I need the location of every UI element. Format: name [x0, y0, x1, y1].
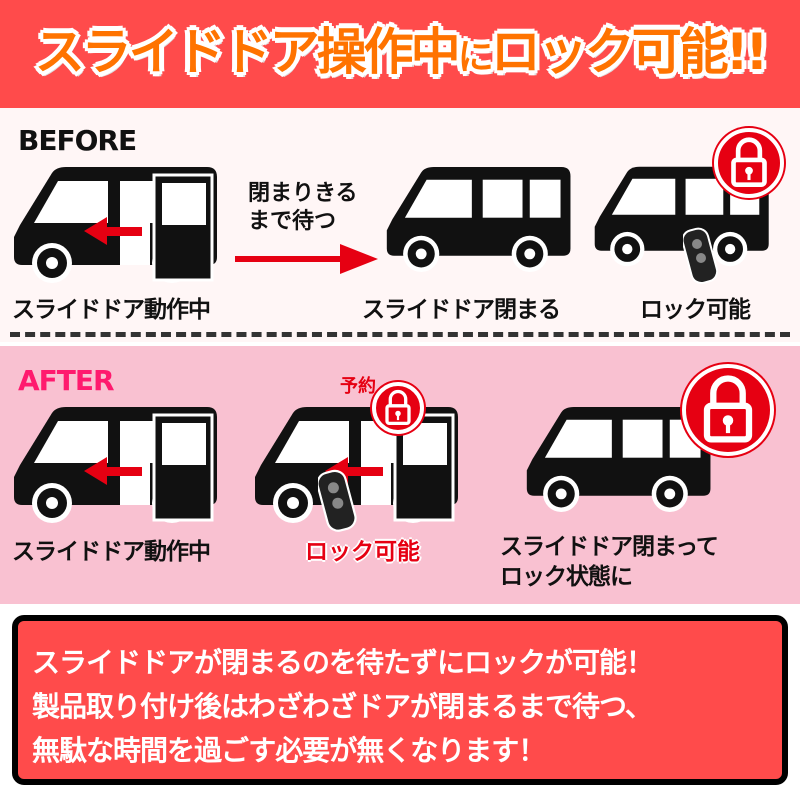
after-step2-caption: ロック可能	[305, 539, 420, 565]
title-part: に	[457, 37, 494, 78]
message-line: スライドドアが閉まるのを待たずにロックが可能！	[32, 646, 654, 679]
wait-text: 閉まりきる まで待つ	[248, 180, 358, 236]
wait-text-line: まで待つ	[248, 209, 337, 234]
before-step3-caption: ロック可能	[640, 297, 751, 323]
title-part: スライドドア操作中	[34, 23, 461, 81]
page-title: スライドドア操作中にロック可能!!	[0, 20, 800, 90]
caption-line: スライドドア閉まって	[500, 534, 719, 560]
car-key-fob-icon	[318, 469, 357, 532]
section-divider	[10, 332, 790, 337]
before-label: BEFORE	[18, 124, 137, 157]
van-icon	[526, 407, 711, 512]
after-step3-caption: スライドドア閉まって ロック状態に	[500, 532, 719, 592]
lock-icon	[372, 382, 424, 434]
header-banner	[0, 0, 800, 108]
caption-line: ロック状態に	[500, 564, 633, 590]
message-box: スライドドアが閉まるのを待たずにロックが可能！ 製品取り付け後はわざわざドアが閉…	[12, 615, 788, 785]
title-part: ロック可能!!	[490, 23, 769, 81]
car-key-fob-icon	[683, 227, 719, 285]
van-icon	[14, 167, 217, 283]
before-step1-caption: スライドドア動作中	[12, 297, 211, 323]
lock-icon	[682, 364, 774, 456]
message-line: 製品取り付け後はわざわざドアが閉まるまで待つ、	[32, 690, 653, 723]
arrow-right-icon	[235, 244, 378, 274]
reserve-label: 予約	[340, 376, 376, 397]
wait-text-line: 閉まりきる	[248, 181, 358, 206]
message-line: 無駄な時間を過ごす必要が無くなります！	[32, 734, 546, 767]
after-step1-caption: スライドドア動作中	[12, 539, 211, 565]
before-step2-caption: スライドドア閉まる	[362, 297, 561, 323]
van-icon	[14, 407, 217, 523]
arrow-left-icon	[84, 457, 142, 485]
lock-icon	[714, 128, 784, 198]
after-label: AFTER	[18, 364, 115, 397]
arrow-left-icon	[84, 217, 142, 245]
van-icon	[386, 167, 571, 272]
